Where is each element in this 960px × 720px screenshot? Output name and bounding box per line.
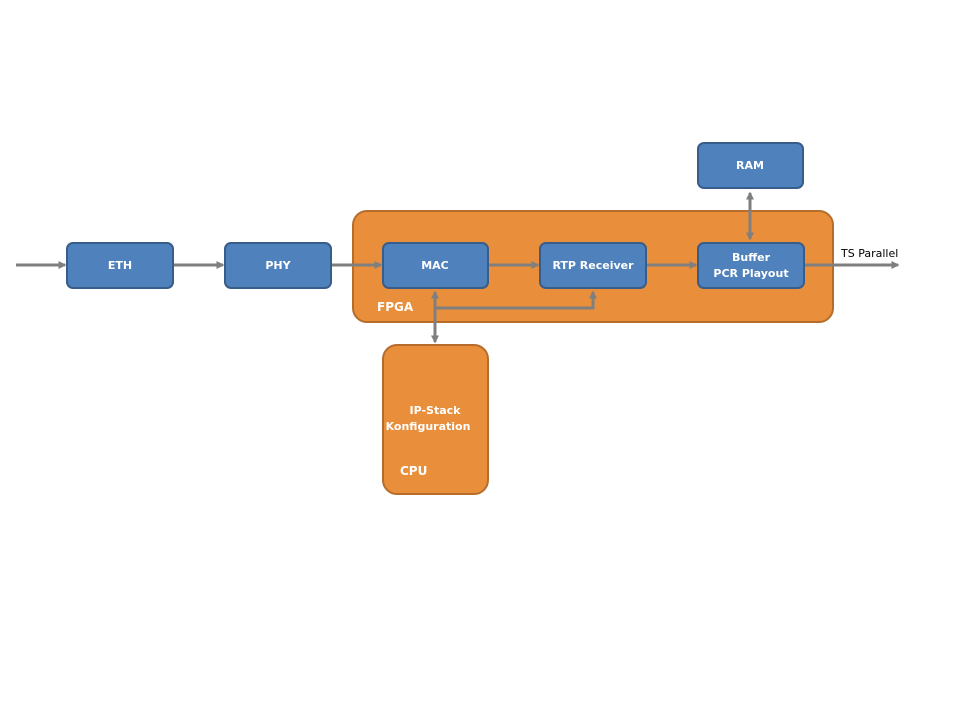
arrow-bus-to-rtp [435, 290, 597, 310]
block-phy-label: PHY [265, 259, 291, 272]
block-buffer-label-line2: PCR Playout [713, 267, 788, 280]
block-mac-label: MAC [421, 259, 449, 272]
block-buffer: Buffer PCR Playout [697, 242, 805, 289]
block-ram: RAM [697, 142, 804, 189]
block-phy: PHY [224, 242, 332, 289]
connectors [16, 191, 900, 344]
cpu-container [382, 344, 489, 495]
cpu-content-line2: Konfiguration [386, 420, 471, 433]
fpga-label: FPGA [377, 300, 414, 314]
block-rtp-receiver-label: RTP Receiver [552, 259, 634, 272]
block-ram-label: RAM [736, 159, 764, 172]
block-eth: ETH [66, 242, 174, 289]
output-label: TS Parallel [840, 247, 898, 260]
block-rtp-receiver: RTP Receiver [539, 242, 647, 289]
cpu-content-line1: IP-Stack [410, 404, 462, 417]
cpu-label: CPU [400, 464, 427, 478]
block-buffer-label-line1: Buffer [732, 251, 771, 264]
block-mac: MAC [382, 242, 489, 289]
block-eth-label: ETH [108, 259, 132, 272]
